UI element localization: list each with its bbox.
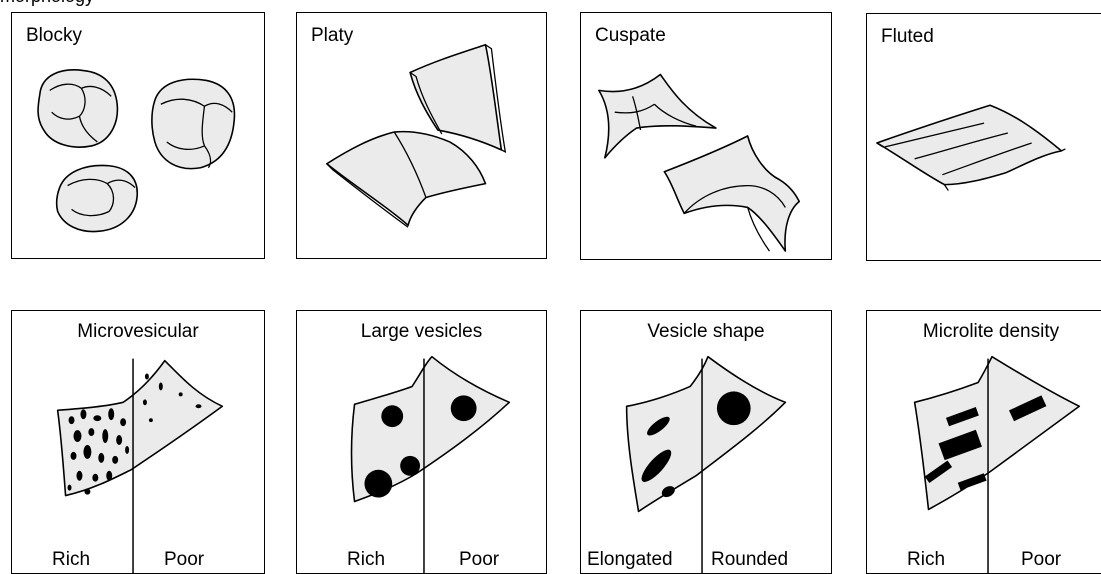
panel-microlite-density: Microlite density Rich Poor xyxy=(866,310,1101,574)
panel-title-platy: Platy xyxy=(311,25,353,47)
microvesicular-illustration xyxy=(12,311,264,573)
label-poor: Poor xyxy=(164,549,204,571)
label-rich: Rich xyxy=(907,549,945,571)
label-rich: Rich xyxy=(52,549,90,571)
microlite-density-illustration xyxy=(867,311,1101,573)
fluted-grain-illustration xyxy=(867,14,1101,260)
blocky-grains-illustration xyxy=(12,13,264,258)
label-elongated: Elongated xyxy=(587,549,673,571)
panel-fluted: Fluted xyxy=(866,13,1101,261)
panel-title-blocky: Blocky xyxy=(26,25,82,47)
panel-title-microvesicular: Microvesicular xyxy=(12,321,264,343)
label-poor: Poor xyxy=(459,549,499,571)
label-poor: Poor xyxy=(1021,549,1061,571)
panel-cuspate: Cuspate xyxy=(580,12,832,260)
figure-header-text: morphology xyxy=(0,0,94,7)
panel-title-cuspate: Cuspate xyxy=(595,25,666,47)
vesicle-shape-illustration xyxy=(581,311,831,573)
platy-grains-illustration xyxy=(297,13,546,258)
label-rounded: Rounded xyxy=(711,549,788,571)
label-rich: Rich xyxy=(347,549,385,571)
panel-blocky: Blocky xyxy=(11,12,265,259)
panel-microvesicular: Microvesicular Rich Poor xyxy=(11,310,265,574)
large-vesicles-illustration xyxy=(297,311,546,573)
panel-title-fluted: Fluted xyxy=(881,26,934,48)
panel-title-vesicle-shape: Vesicle shape xyxy=(581,321,831,343)
panel-vesicle-shape: Vesicle shape Elongated Rounded xyxy=(580,310,832,574)
panel-title-large-vesicles: Large vesicles xyxy=(297,321,546,343)
panel-title-microlite-density: Microlite density xyxy=(867,321,1101,343)
panel-large-vesicles: Large vesicles Rich Poor xyxy=(296,310,547,574)
cuspate-shards-illustration xyxy=(581,13,831,259)
panel-platy: Platy xyxy=(296,12,547,259)
